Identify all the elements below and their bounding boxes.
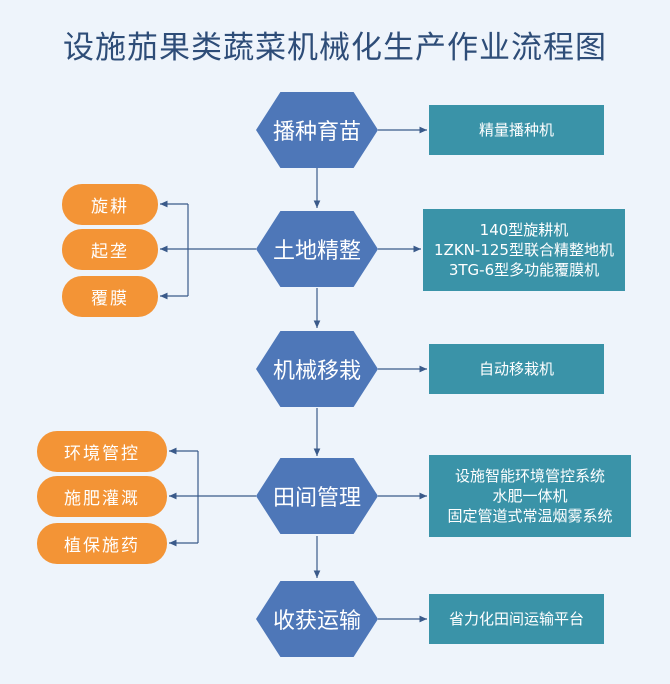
machine-box-land-prep: 140型旋耕机 1ZKN-125型联合精整地机 3TG-6型多功能覆膜机 — [423, 209, 625, 291]
step-label: 田间管理 — [272, 486, 361, 511]
subtask-label: 覆膜 — [91, 289, 129, 309]
step-label: 机械移栽 — [272, 359, 361, 384]
machine-item: 固定管道式常温烟雾系统 — [447, 507, 613, 525]
subtask-label: 起垄 — [91, 242, 129, 262]
machine-item: 设施智能环境管控系统 — [454, 467, 605, 485]
subtask-label: 旋耕 — [91, 197, 129, 217]
machine-box-field-mgmt: 设施智能环境管控系统 水肥一体机 固定管道式常温烟雾系统 — [429, 455, 631, 537]
subtask-label: 环境管控 — [64, 444, 140, 464]
subtask-pill-plant-protection: 植保施药 — [37, 523, 167, 564]
machine-item: 3TG-6型多功能覆膜机 — [448, 261, 600, 279]
subtask-label: 施肥灌溉 — [64, 489, 140, 509]
machine-item: 1ZKN-125型联合精整地机 — [434, 241, 614, 259]
step-hexagon-harvest: 收获运输 — [256, 581, 378, 657]
step-hexagon-sowing: 播种育苗 — [256, 92, 378, 168]
subtask-pill-ridging: 起垄 — [62, 229, 158, 270]
subtask-pill-fertigation: 施肥灌溉 — [37, 476, 167, 517]
step-label: 播种育苗 — [272, 120, 361, 145]
subtask-pill-film-mulching: 覆膜 — [62, 276, 158, 317]
machine-item: 水肥一体机 — [492, 487, 568, 505]
machine-box-sowing: 精量播种机 — [429, 105, 604, 155]
machine-box-harvest: 省力化田间运输平台 — [429, 594, 604, 644]
machine-item: 自动移栽机 — [478, 360, 554, 378]
machine-item: 140型旋耕机 — [479, 221, 569, 239]
diagram-title: 设施茄果类蔬菜机械化生产作业流程图 — [63, 30, 607, 66]
subtask-pill-rotary-tillage: 旋耕 — [62, 184, 158, 225]
machine-box-transplant: 自动移栽机 — [429, 344, 604, 394]
subtask-label: 植保施药 — [64, 536, 140, 556]
step-label: 土地精整 — [272, 239, 361, 264]
machine-item: 省力化田间运输平台 — [448, 610, 584, 628]
step-label: 收获运输 — [272, 609, 361, 634]
step-hexagon-transplant: 机械移栽 — [256, 331, 378, 407]
step-hexagon-land-prep: 土地精整 — [256, 211, 378, 287]
subtask-pill-env-control: 环境管控 — [37, 431, 167, 472]
machine-item: 精量播种机 — [478, 121, 554, 139]
step-hexagon-field-mgmt: 田间管理 — [256, 458, 378, 534]
